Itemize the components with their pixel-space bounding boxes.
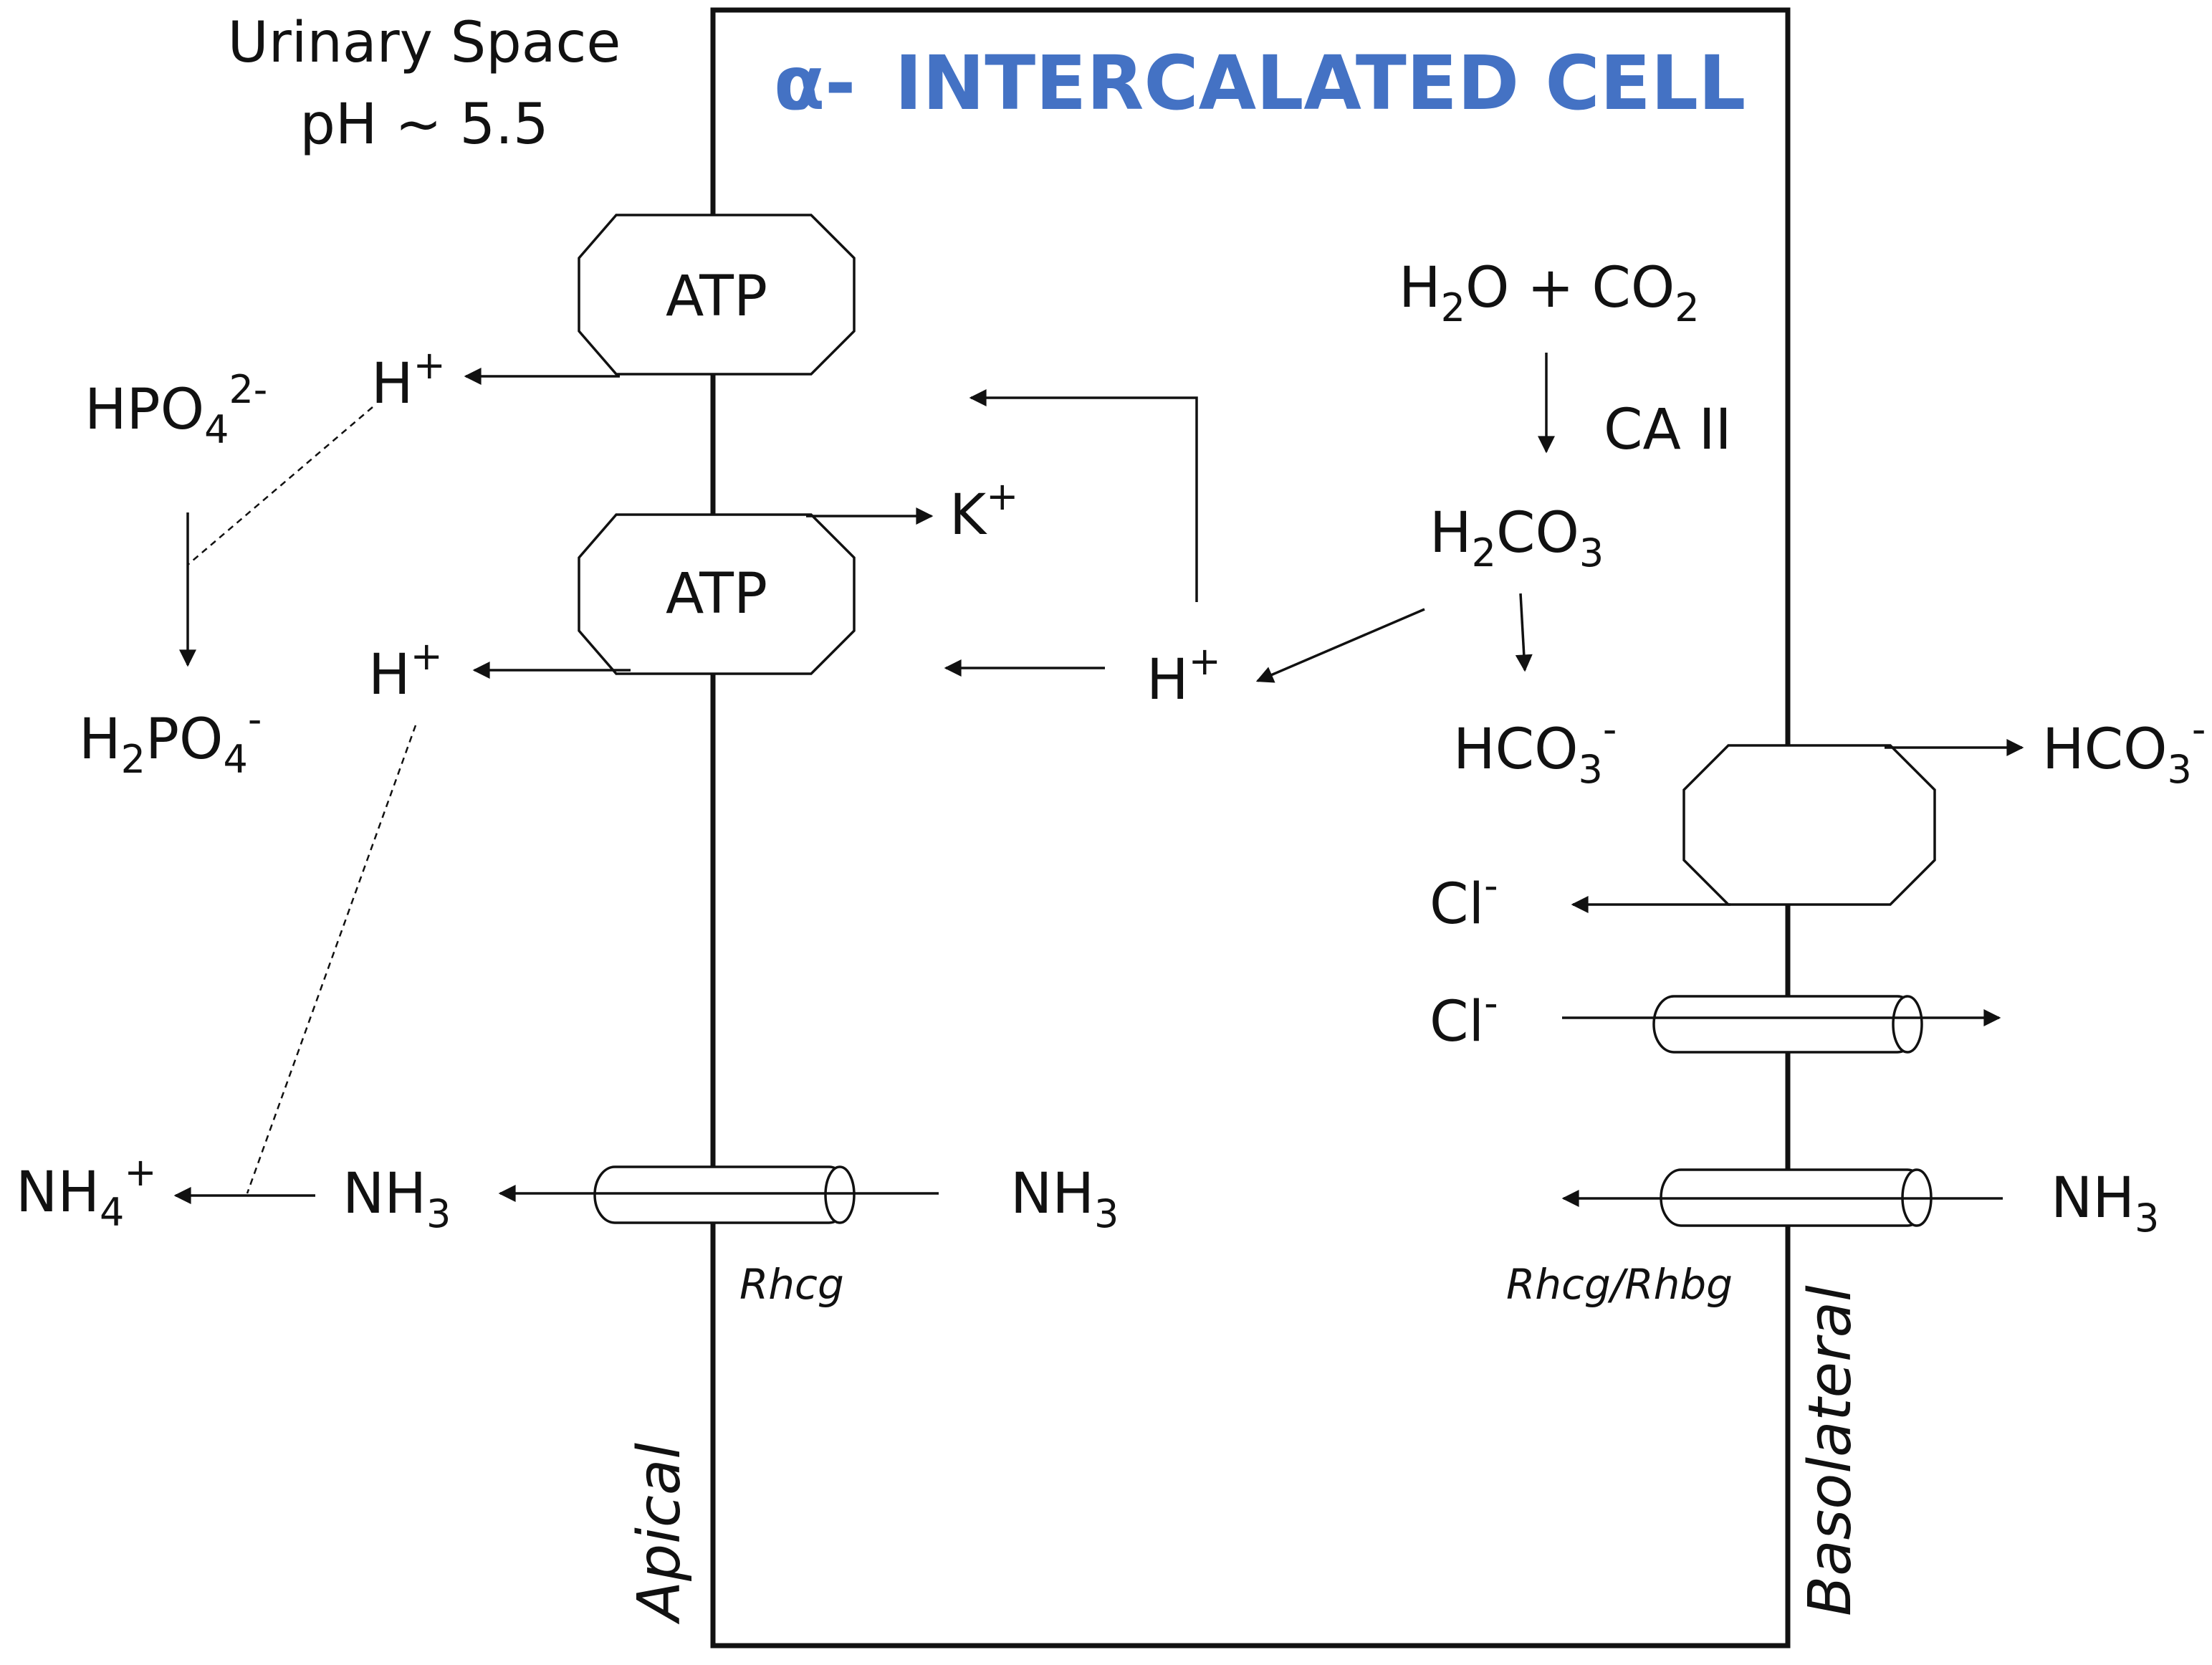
atp-pump-top-label: ATP [666,264,767,329]
cl-ion-channel: Cl- [1430,981,1498,1054]
arrow-h-loop [969,389,1198,602]
rhcg-rhbg-label: Rhcg/Rhbg [1506,1260,1733,1309]
h-ion-bottom: H+ [368,634,443,707]
arrow-h2co3-to-hco3 [1515,593,1533,672]
cl-ion-exchanger: Cl- [1430,863,1498,937]
apical-membrane-label: Apical [626,1443,694,1625]
dashed-h-to-nh4 [246,725,417,1194]
rhcg-apical-channel-end [824,1165,856,1224]
atp-pump-bottom [578,513,856,675]
k-ion: K+ [949,474,1018,548]
h-ion-intracellular: H+ [1146,639,1221,712]
atp-pump-top [578,214,856,376]
ca2-label: CA II [1604,398,1732,462]
nh3-urinary: NH3 [343,1162,451,1236]
urinary-ph-label: pH ~ 5.5 [300,92,548,157]
cell-title: α- INTERCALATED CELL [774,39,1746,127]
basolateral-membrane-label: Basolateral [1796,1285,1864,1616]
rhcg-apical-channel [593,1165,851,1224]
title-text: INTERCALATED CELL [895,39,1746,127]
h2o-co2-label: H2O + CO2 [1399,256,1700,330]
atp-pump-bottom-label: ATP [666,562,767,626]
h2po4-label: H2PO4- [79,697,262,782]
nh4-label: NH4+ [16,1150,157,1235]
title-prefix: α- [774,39,856,127]
hco3-blood: HCO3- [2042,707,2206,792]
cl-channel [1652,995,1919,1054]
arrow-h2co3-to-h [1255,608,1425,683]
anion-exchanger [1682,744,1936,906]
h2co3-label: H2CO3 [1430,501,1604,576]
nh3-blood: NH3 [2051,1166,2159,1241]
h-ion-top: H+ [371,343,446,416]
urinary-space-label: Urinary Space [228,11,621,75]
hco3-intracellular: HCO3- [1453,707,1617,792]
hpo4-label: HPO42- [85,367,267,452]
nh3-intracellular: NH3 [1010,1162,1119,1236]
dashed-h-to-hpo4 [187,406,373,566]
rhcg-apical-label: Rhcg [739,1260,844,1309]
cl-channel-end [1892,995,1923,1054]
